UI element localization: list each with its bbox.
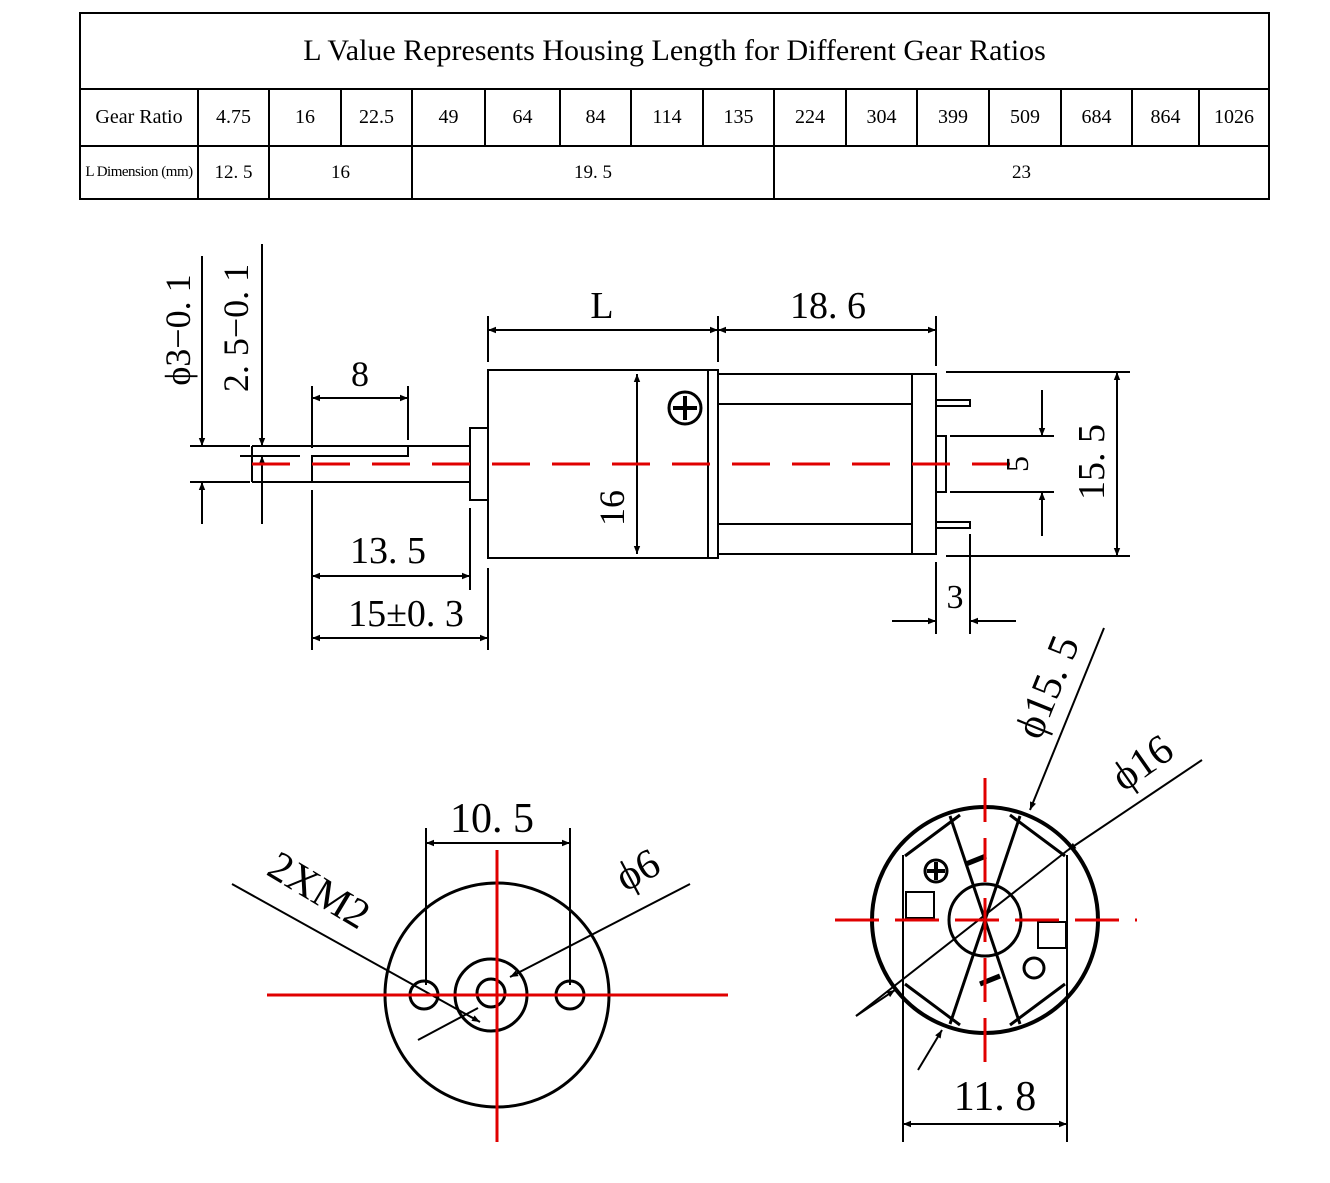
side-view bbox=[190, 244, 1130, 650]
flat-width-label: 11. 8 bbox=[954, 1074, 1036, 1120]
terminal-tab-right bbox=[1037, 921, 1067, 949]
terminal-offset-label: 3 bbox=[947, 579, 964, 616]
gear-ratio-cell: 4.75 bbox=[197, 88, 270, 147]
flat-length-label: 8 bbox=[351, 354, 369, 394]
shaft-length-label: 13. 5 bbox=[350, 530, 426, 572]
gear-ratio-cell: 16 bbox=[268, 88, 342, 147]
gear-ratio-cell: 684 bbox=[1060, 88, 1133, 147]
gearbox-diameter-label: ϕ16 bbox=[1103, 726, 1182, 800]
motor-height-label: 15. 5 bbox=[1071, 424, 1113, 500]
gear-ratio-cell: 84 bbox=[559, 88, 632, 147]
table-title: L Value Represents Housing Length for Di… bbox=[78, 12, 1271, 90]
vent-hole bbox=[1022, 956, 1046, 980]
terminal-spacing-label: 5 bbox=[999, 456, 1035, 472]
gear-ratio-cell: 64 bbox=[484, 88, 561, 147]
rear-view-centerlines bbox=[835, 778, 1137, 1062]
gear-ratio-cell: 114 bbox=[630, 88, 704, 147]
l-dimension-cell: 23 bbox=[772, 145, 1271, 200]
gear-ratio-header: Gear Ratio bbox=[79, 88, 199, 147]
mount-spacing-label: 10. 5 bbox=[450, 796, 534, 842]
gear-ratio-cell: 224 bbox=[773, 88, 847, 147]
motor-diameter-label: ϕ15. 5 bbox=[1007, 629, 1089, 745]
gear-ratio-table: L Value Represents Housing Length for Di… bbox=[78, 12, 1271, 200]
l-dimension-cell: 19. 5 bbox=[411, 145, 775, 200]
gear-ratio-row: Gear Ratio 4.75 16 22.5 49 64 84 114 135… bbox=[79, 88, 1271, 147]
shaft-collar bbox=[469, 427, 489, 501]
gear-ratio-cell: 22.5 bbox=[340, 88, 413, 147]
l-dimension-row: L Dimension (mm) 12. 5 16 19. 5 23 bbox=[79, 145, 1271, 200]
gear-ratio-cell: 304 bbox=[845, 88, 918, 147]
terminal-tab-left bbox=[905, 891, 935, 919]
output-shaft bbox=[251, 445, 470, 483]
front-view-centerlines bbox=[267, 850, 728, 1142]
shaft-end bbox=[475, 977, 507, 1009]
gear-ratio-cell: 399 bbox=[916, 88, 990, 147]
l-dimension-cell: 16 bbox=[268, 145, 413, 200]
l-dimension-cell: 12. 5 bbox=[197, 145, 270, 200]
gear-ratio-cell: 864 bbox=[1131, 88, 1200, 147]
gear-ratio-cell: 509 bbox=[988, 88, 1062, 147]
l-dimension-header: L Dimension (mm) bbox=[79, 145, 199, 200]
gear-ratio-cell: 49 bbox=[411, 88, 486, 147]
shaft-diameter-label: ϕ3−0. 1 bbox=[158, 274, 198, 385]
gear-ratio-cell: 1026 bbox=[1197, 88, 1271, 147]
rear-screw bbox=[923, 858, 949, 884]
mount-thread-label: 2XM2 bbox=[260, 843, 378, 939]
shaft-total-length-label: 15±0. 3 bbox=[348, 593, 464, 635]
flat-depth-label: 2. 5−0. 1 bbox=[216, 264, 256, 392]
gearbox-height-label: 16 bbox=[592, 490, 632, 526]
housing-length-label: L bbox=[590, 285, 613, 327]
boss-diameter-label: ϕ6 bbox=[608, 840, 668, 901]
gear-ratio-cell: 135 bbox=[702, 88, 775, 147]
motor-length-label: 18. 6 bbox=[790, 285, 866, 327]
